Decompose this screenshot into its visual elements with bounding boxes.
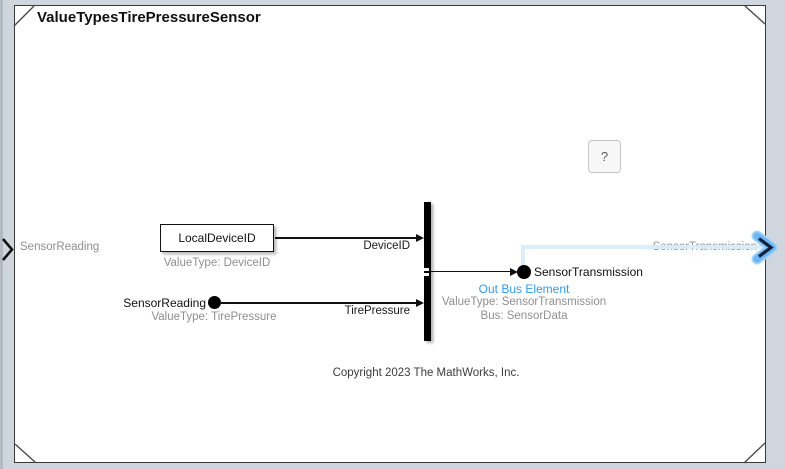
highlight-line-horizontal[interactable]: [521, 244, 767, 249]
local-device-annotation: ValueType: DeviceID: [163, 257, 271, 269]
in-bus-element-port[interactable]: [208, 296, 221, 309]
output-port-chevron-icon[interactable]: [751, 230, 783, 265]
corner-notch-top-right: [744, 5, 766, 25]
bus-creator-block[interactable]: [424, 202, 431, 341]
local-device-id-label: LocalDeviceID: [178, 231, 256, 245]
input-port-label: SensorReading: [20, 241, 100, 253]
highlight-line-vertical[interactable]: [521, 246, 525, 268]
signal-bus-output-arrow: [510, 267, 518, 276]
input-port-chevron-icon[interactable]: [1, 237, 15, 262]
signal-tirepressure-arrow: [416, 299, 424, 307]
copyright-annotation: Copyright 2023 The MathWorks, Inc.: [332, 367, 520, 379]
model-canvas: [14, 5, 766, 463]
out-bus-element-annotation-valuetype: ValueType: SensorTransmission: [441, 296, 607, 308]
signal-deviceid-arrow: [416, 234, 424, 242]
bus-creator-port-mark: [424, 273, 429, 276]
page-title: ValueTypesTirePressureSensor: [37, 9, 261, 26]
signal-tirepressure-label: TirePressure: [344, 305, 410, 317]
corner-notch-bottom-left: [14, 443, 36, 463]
in-bus-element-annotation: ValueType: TirePressure: [151, 311, 277, 323]
corner-notch-bottom-right: [743, 442, 766, 464]
out-bus-element-port[interactable]: [517, 265, 531, 279]
out-bus-element-type: Out Bus Element: [478, 282, 570, 296]
window-edge: [0, 0, 3, 469]
signal-deviceid-label: DeviceID: [363, 240, 410, 252]
out-bus-element-annotation-bus: Bus: SensorData: [480, 310, 568, 322]
out-bus-element-label: SensorTransmission: [534, 265, 643, 279]
help-button[interactable]: ?: [588, 140, 621, 173]
in-bus-element-label: SensorReading: [123, 296, 206, 310]
bus-creator-port-mark: [424, 268, 429, 271]
signal-tirepressure[interactable]: [221, 302, 417, 304]
signal-deviceid[interactable]: [275, 237, 417, 239]
corner-notch-top-left: [13, 5, 35, 27]
local-device-id-block[interactable]: LocalDeviceID: [160, 224, 274, 252]
signal-bus-output[interactable]: [431, 270, 510, 272]
